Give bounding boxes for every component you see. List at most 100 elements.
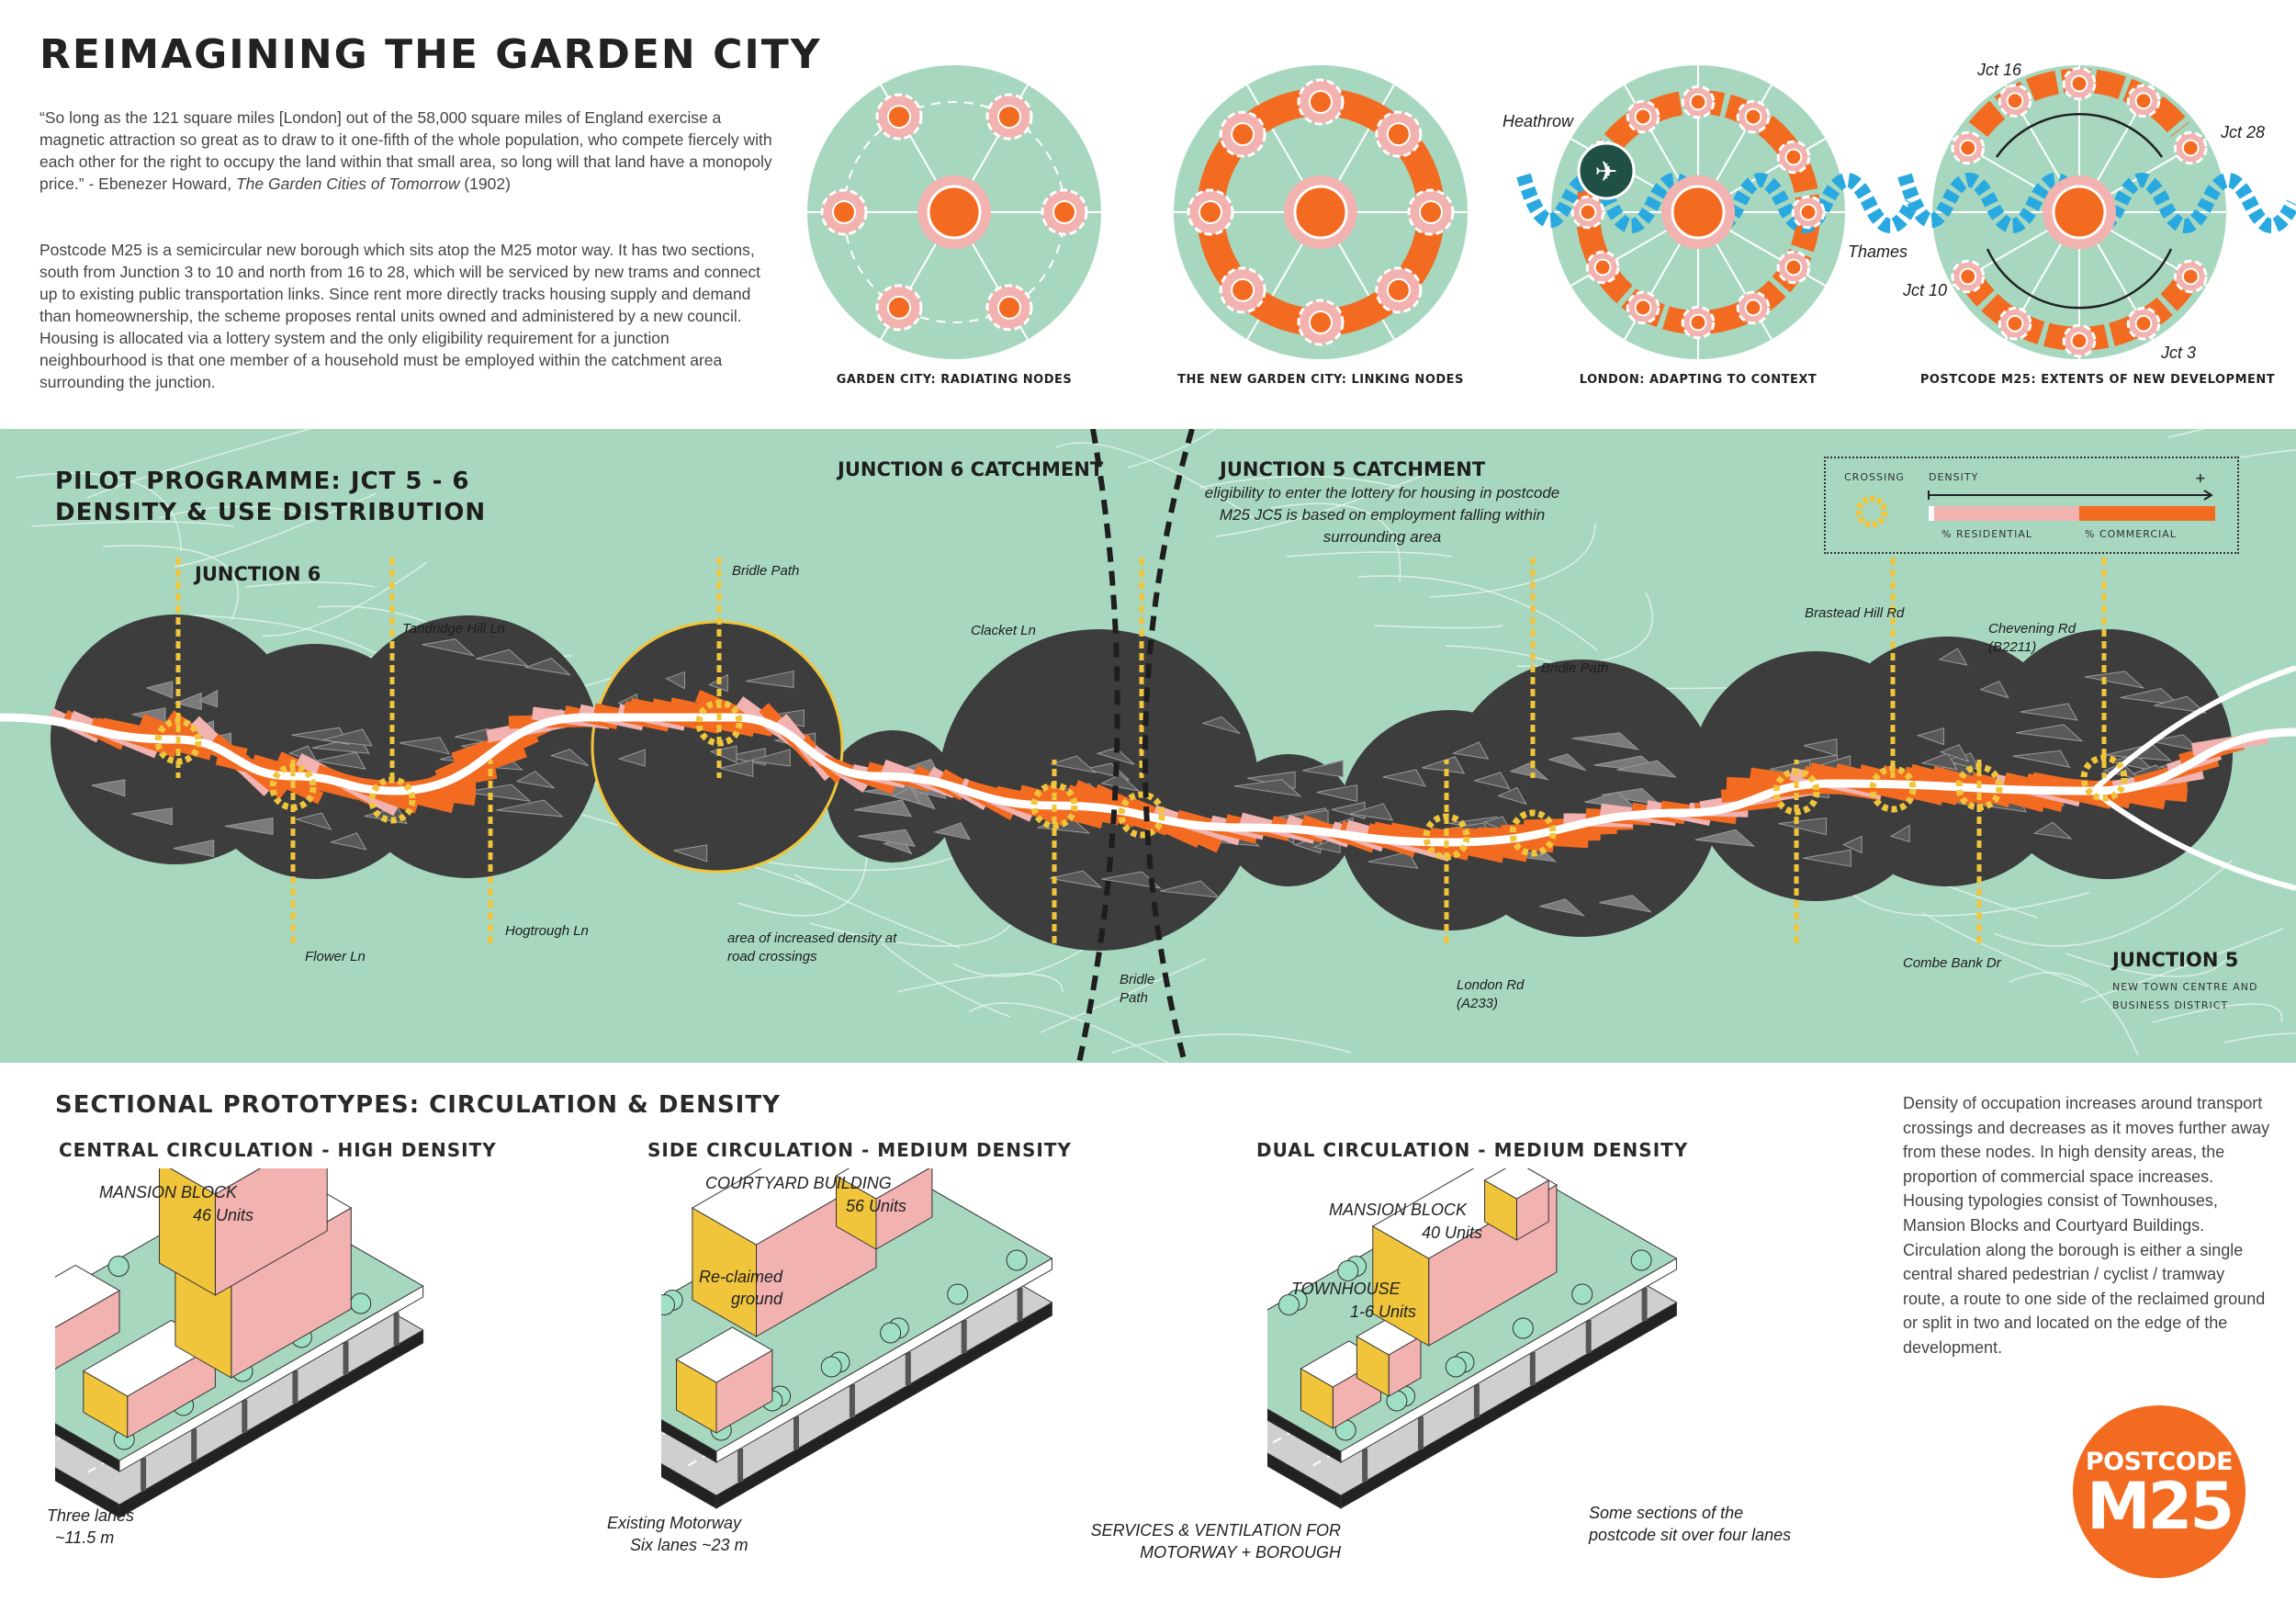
- townhouse: [675, 1326, 773, 1434]
- legend-crossing-label: CROSSING: [1844, 471, 1905, 483]
- map-street: [1921, 912, 2088, 987]
- junction5-sublabel: NEW TOWN CENTRE AND BUSINESS DISTRICT: [2112, 981, 2258, 1011]
- land-parcel: [665, 671, 686, 690]
- land-parcel: [131, 807, 173, 826]
- land-parcel: [1803, 849, 1851, 867]
- crossing-icon: [1118, 791, 1165, 839]
- land-parcel: [1159, 880, 1221, 898]
- land-parcel: [496, 799, 564, 818]
- section-prototype-dual: [1267, 1168, 1678, 1509]
- land-parcel: [1599, 895, 1653, 913]
- map-street: [158, 505, 325, 519]
- support-column: [905, 1352, 911, 1385]
- label-jct28: Jct 28: [2221, 123, 2266, 141]
- node-core: [1419, 200, 1443, 224]
- support-column: [849, 1384, 855, 1417]
- road-london: London Rd (A233): [1457, 977, 1525, 1011]
- annot-units-3: 40 Units: [1422, 1224, 1483, 1242]
- land-parcel: [749, 749, 791, 767]
- support-column: [1017, 1288, 1023, 1321]
- support-column: [1641, 1288, 1648, 1321]
- crossing-icon: [1773, 768, 1820, 816]
- land-parcel: [745, 670, 794, 689]
- crossing-icon: [695, 699, 743, 747]
- support-column: [141, 1458, 147, 1491]
- land-parcel: [1539, 898, 1586, 917]
- face: [1267, 1408, 1342, 1463]
- node-core: [1309, 310, 1333, 334]
- legend-density-label: DENSITY: [1929, 471, 1979, 483]
- crossing-icon: [154, 717, 202, 765]
- tree: [1630, 1249, 1652, 1271]
- legend-bar-commercial: [2079, 506, 2215, 521]
- land-parcel: [321, 728, 373, 747]
- land-parcel: [476, 648, 529, 667]
- tree: [1512, 1317, 1534, 1339]
- land-parcel: [1096, 747, 1135, 765]
- land-parcel: [673, 844, 708, 863]
- road-clacket: Clacket Ln: [971, 623, 1036, 638]
- land-parcel: [1916, 727, 1944, 746]
- map-street: [1429, 523, 1596, 598]
- intro-paragraph: Postcode M25 is a semicircular new borou…: [39, 241, 760, 391]
- support-column: [961, 1320, 967, 1353]
- road-tandridge: Tandridge Hill Ln: [402, 621, 506, 637]
- tree: [350, 1292, 372, 1314]
- node-core: [997, 295, 1021, 320]
- land-parcel: [1302, 760, 1344, 778]
- map-street: [1111, 1033, 1352, 1054]
- annot-units-2: 56 Units: [846, 1197, 907, 1215]
- crossing-density-note: area of increased density at road crossi…: [727, 930, 897, 964]
- land-parcel: [2012, 750, 2071, 768]
- land-parcel: [853, 799, 912, 818]
- land-parcel: [1100, 773, 1141, 792]
- node-core: [832, 200, 856, 224]
- north-arrow-icon: [1995, 113, 2164, 158]
- junction5-catchment-note: eligibility to enter the lottery for hou…: [1204, 484, 1560, 546]
- face: [835, 1168, 930, 1200]
- logo-line2: M25: [2086, 1469, 2234, 1544]
- land-parcel: [463, 784, 532, 802]
- howard-quote: “So long as the 121 square miles [London…: [39, 107, 774, 195]
- land-parcel: [1497, 786, 1527, 806]
- road-chevening: Chevening Rd (B2211): [1988, 621, 2077, 655]
- support-column: [793, 1416, 799, 1449]
- map-street: [1516, 592, 1654, 668]
- support-column: [1585, 1320, 1592, 1353]
- crossing-icon: [1509, 809, 1557, 857]
- map-street: [1373, 625, 1503, 629]
- node-core: [1579, 203, 1597, 221]
- land-parcel: [1889, 824, 1910, 843]
- land-parcel: [719, 759, 754, 777]
- face: [661, 1418, 717, 1463]
- land-parcel: [2154, 695, 2207, 714]
- land-parcel: [1451, 741, 1490, 760]
- diagram-caption-1: GARDEN CITY: RADIATING NODES: [836, 373, 1073, 387]
- road-brastead: Brastead Hill Rd: [1805, 605, 1905, 621]
- node-core: [887, 295, 911, 320]
- node-core: [1634, 107, 1652, 126]
- support-column: [292, 1370, 298, 1404]
- tree: [1337, 1260, 1359, 1281]
- road-flower: Flower Ln: [305, 949, 366, 964]
- annot-services-ventilation: SERVICES & VENTILATION FOR MOTORWAY + BO…: [1090, 1521, 1341, 1562]
- face: [1483, 1168, 1550, 1200]
- node-core: [1959, 267, 1977, 286]
- node-core: [2181, 139, 2200, 157]
- label-thames: Thames: [1848, 242, 1908, 261]
- land-parcel: [1803, 738, 1838, 757]
- tree: [947, 1283, 969, 1305]
- map-street: [1055, 442, 1259, 522]
- catchment-area: [1443, 660, 1720, 937]
- map-street: [1850, 892, 2090, 917]
- map-street: [2152, 1003, 2283, 1023]
- tree: [107, 1256, 129, 1277]
- land-parcel: [2084, 671, 2145, 689]
- node-core: [1959, 139, 1977, 157]
- support-column: [1473, 1384, 1480, 1417]
- land-parcel: [399, 737, 451, 755]
- map-street: [2065, 953, 2232, 977]
- annot-six-lanes: Six lanes ~23 m: [630, 1536, 748, 1554]
